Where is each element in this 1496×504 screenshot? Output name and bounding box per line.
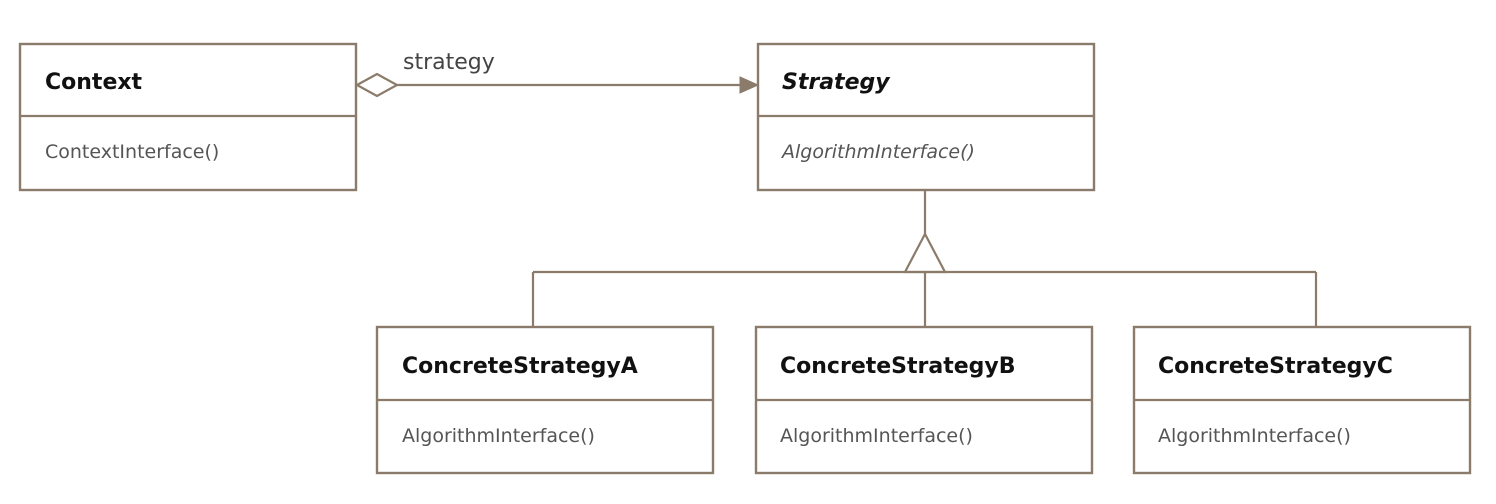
class-context-operation: ContextInterface() <box>45 141 219 163</box>
class-context-name: Context <box>45 70 143 95</box>
class-concrete-strategy-b: ConcreteStrategyB AlgorithmInterface() <box>754 325 1094 475</box>
navigability-arrowhead-icon <box>739 76 760 94</box>
aggregation-relation: strategy <box>354 50 760 98</box>
class-concrete-strategy-b-name: ConcreteStrategyB <box>780 354 1016 379</box>
class-concrete-strategy-b-operation: AlgorithmInterface() <box>780 425 973 447</box>
generalization-triangle-icon <box>903 231 947 274</box>
class-concrete-strategy-a-name: ConcreteStrategyA <box>402 354 638 379</box>
class-concrete-strategy-a-operation: AlgorithmInterface() <box>402 425 595 447</box>
class-concrete-strategy-c-operation: AlgorithmInterface() <box>1158 425 1351 447</box>
class-strategy-name: Strategy <box>782 70 891 95</box>
aggregation-diamond-icon <box>354 72 400 98</box>
class-context: Context ContextInterface() <box>18 42 358 192</box>
class-concrete-strategy-c-name: ConcreteStrategyC <box>1158 354 1393 379</box>
class-strategy: Strategy AlgorithmInterface() <box>756 42 1096 192</box>
class-strategy-operation: AlgorithmInterface() <box>780 141 975 163</box>
class-concrete-strategy-c: ConcreteStrategyC AlgorithmInterface() <box>1132 325 1472 475</box>
generalization-relation <box>531 190 1318 327</box>
class-concrete-strategy-a: ConcreteStrategyA AlgorithmInterface() <box>375 325 715 475</box>
aggregation-role-label: strategy <box>403 50 495 75</box>
